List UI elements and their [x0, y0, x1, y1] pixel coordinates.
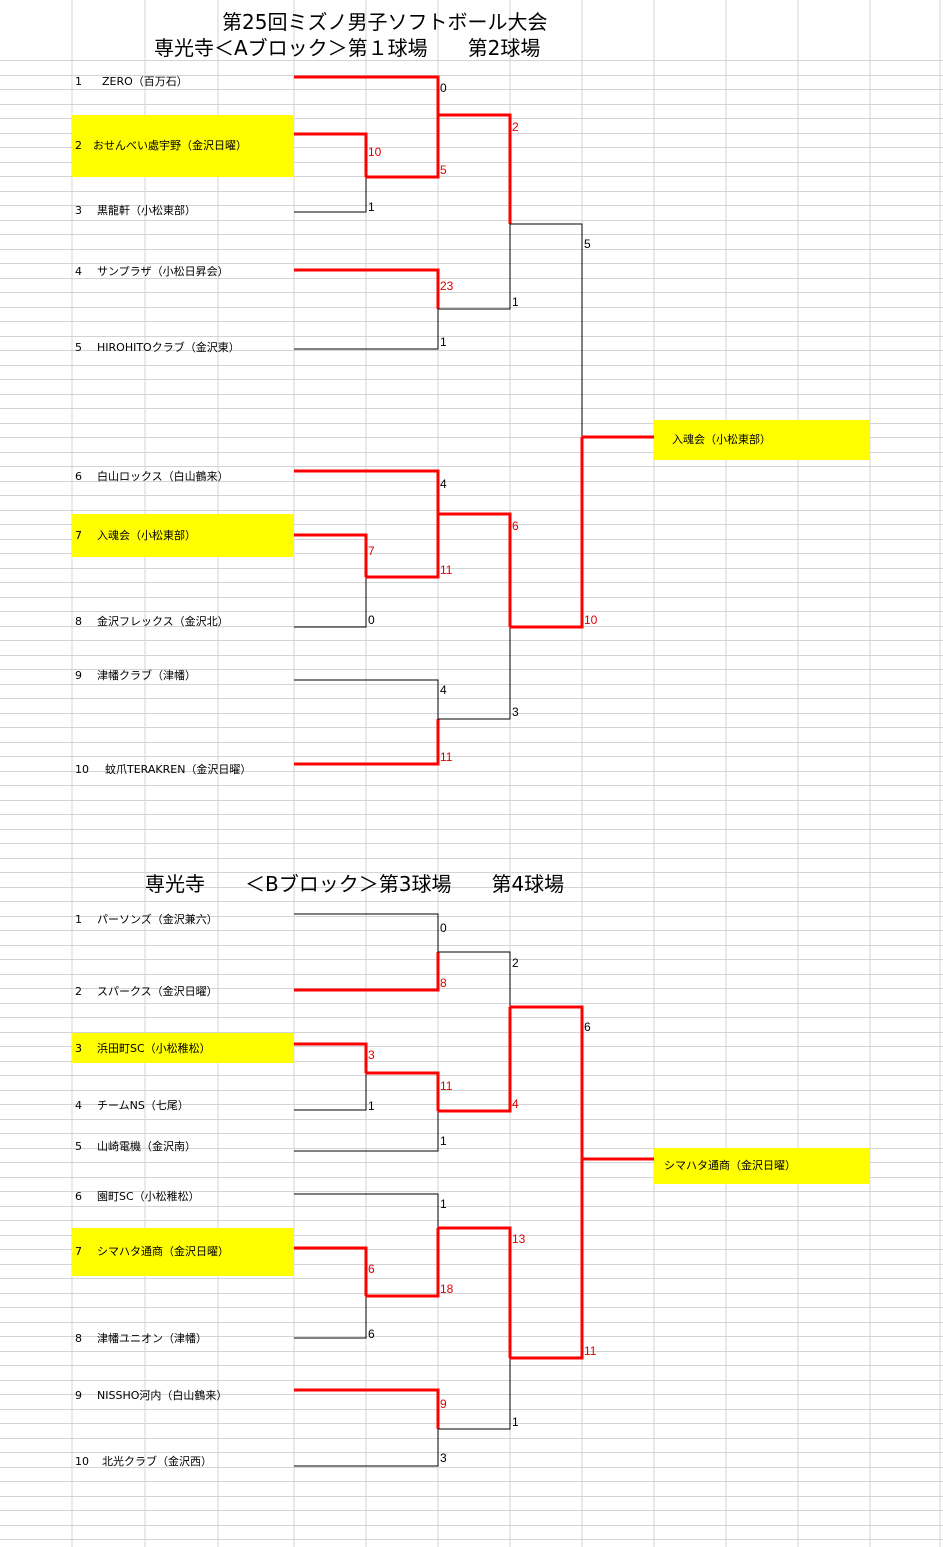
score-a-r2m3-win: 11: [440, 563, 453, 577]
score-b-r2m4-lose: 3: [440, 1451, 447, 1465]
score-a-r3m1-win: 2: [512, 120, 519, 134]
score-b-r1m1-lose: 1: [368, 1099, 375, 1113]
block-b-champion: シマハタ通商（金沢日曜）: [664, 1159, 796, 1172]
score-b-r2m2-win: 11: [440, 1079, 453, 1093]
score-b-r3m2-lose: 1: [512, 1415, 519, 1429]
score-a-r3m2-win: 6: [512, 519, 519, 533]
score-b-final-win: 11: [584, 1344, 597, 1358]
highlight-b-champion: [654, 1148, 870, 1184]
score-a-r3m2-lose: 3: [512, 705, 519, 719]
score-b-r2m3-win: 18: [440, 1282, 454, 1296]
score-b-r3m1-lose: 2: [512, 956, 519, 970]
highlight-b7: [72, 1228, 294, 1276]
score-a-r1m2-lose: 0: [368, 613, 375, 627]
score-a-final-win: 10: [584, 613, 598, 627]
score-a-r1m1-lose: 1: [368, 200, 375, 214]
score-a-r2m1-lose: 0: [440, 81, 447, 95]
highlight-b3: [72, 1033, 294, 1063]
highlight-a2: [72, 115, 294, 177]
score-b-r3m2-win: 13: [512, 1232, 526, 1246]
score-b-r1m2-lose: 6: [368, 1327, 375, 1341]
score-a-final-lose: 5: [584, 237, 591, 251]
block-a-title: 専光寺＜Aブロック＞第１球場 第2球場: [154, 36, 541, 60]
score-a-r2m2-lose: 1: [440, 335, 447, 349]
score-b-r2m1-win: 8: [440, 976, 447, 990]
score-a-r3m1-lose: 1: [512, 295, 519, 309]
score-a-r2m1-win: 5: [440, 163, 447, 177]
tournament-title: 第25回ミズノ男子ソフトボール大会: [222, 10, 548, 34]
score-a-r2m3-lose: 4: [440, 477, 447, 491]
highlight-a-champion: [654, 420, 870, 460]
block-b-title: 専光寺 ＜Bブロック＞第3球場 第4球場: [145, 872, 565, 896]
score-b-r3m1-win: 4: [512, 1097, 519, 1111]
block-a-champion: 入魂会（小松東部）: [672, 433, 771, 446]
score-a-r2m4-lose: 4: [440, 683, 447, 697]
score-a-r2m2-win: 23: [440, 279, 454, 293]
score-b-r1m2-win: 6: [368, 1262, 375, 1276]
highlight-a7: [72, 514, 294, 557]
score-b-r1m1-win: 3: [368, 1048, 375, 1062]
score-b-r2m2-lose: 1: [440, 1134, 447, 1148]
score-b-r2m1-lose: 0: [440, 921, 447, 935]
score-a-r1m2-win: 7: [368, 544, 375, 558]
score-a-r1m1-win: 10: [368, 145, 382, 159]
score-b-r2m3-lose: 1: [440, 1197, 447, 1211]
score-b-final-lose: 6: [584, 1020, 591, 1034]
score-b-r2m4-win: 9: [440, 1397, 447, 1411]
score-a-r2m4-win: 11: [440, 750, 453, 764]
